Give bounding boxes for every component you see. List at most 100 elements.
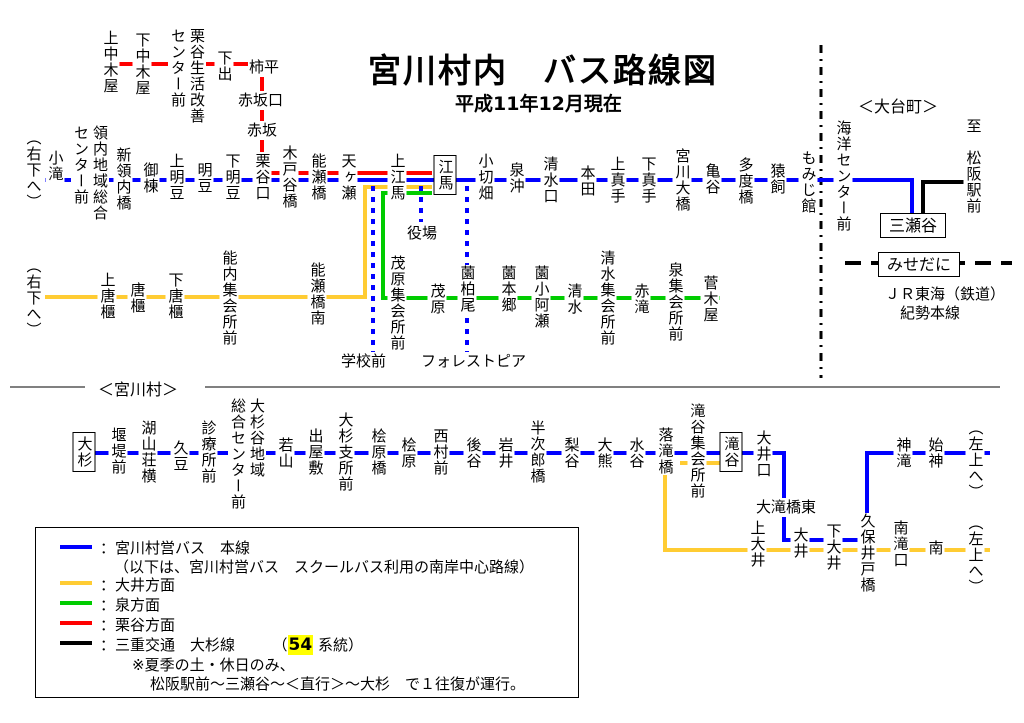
- station-label: 猿飼: [767, 163, 787, 195]
- station-label: 能瀬橋: [308, 153, 328, 201]
- legend-sanco: ：三重交通 大杉線 （54 系統）: [100, 634, 363, 655]
- station-label: 南滝口: [890, 520, 910, 568]
- legend-remark-1: ※夏季の土・休日のみ、: [132, 656, 295, 674]
- station-label: 至: [963, 118, 983, 134]
- station-label: 栗谷口: [252, 153, 272, 201]
- station-label: 大井口: [753, 430, 773, 478]
- station-label: 始神: [925, 437, 945, 469]
- station-label: 小滝: [45, 150, 65, 182]
- station-label: 柿平: [248, 58, 281, 77]
- legend-honsen: ：宮川村営バス 本線: [100, 539, 251, 557]
- station-label: 久保井戸橋: [857, 513, 877, 593]
- legend-box: [35, 527, 579, 698]
- station-label: 久豆: [170, 440, 190, 472]
- terminal-station-label: 滝谷: [719, 432, 743, 472]
- terminal-station-label: 大杉: [72, 432, 96, 472]
- station-label: 本田: [577, 165, 597, 197]
- terminal-station-label: 江馬: [433, 155, 457, 195]
- station-label: 木戸谷橋: [279, 145, 299, 209]
- station-label: 松阪駅前: [963, 150, 983, 214]
- station-label: 宮川大橋: [672, 148, 692, 212]
- station-label: 下大井: [823, 523, 843, 571]
- station-label: 赤坂: [246, 121, 279, 140]
- legend-sanco-prefix: ：三重交通 大杉線 （: [100, 636, 288, 654]
- station-label: 大杉支所前: [335, 412, 355, 492]
- legend-sanco-suffix: 系統）: [313, 636, 363, 654]
- station-label: 若山: [275, 437, 295, 469]
- station-label: 西村前: [430, 428, 450, 476]
- station-label: もみじ館: [798, 150, 818, 214]
- station-label: 海洋センター前: [833, 120, 853, 232]
- station-label: 能瀬橋南: [307, 262, 327, 326]
- station-label: 下真手: [638, 156, 658, 204]
- station-label: 上大井: [747, 520, 767, 568]
- station-label: 下中木屋: [132, 32, 152, 96]
- legend-remark-2: 松阪駅前～三瀬谷～＜直行＞～大杉 で１往復が運行。: [150, 675, 526, 693]
- station-label: 菅木屋: [700, 275, 720, 323]
- legend-izumi: ：泉方面: [100, 596, 161, 614]
- station-label: 清水口: [540, 156, 560, 204]
- station-label: 下出: [214, 50, 234, 82]
- station-label: 南: [925, 540, 945, 556]
- station-label: 栗谷生活改善 センター前: [168, 28, 206, 124]
- route-number-badge: 54: [287, 635, 314, 655]
- station-label: 唐櫃: [127, 282, 147, 314]
- station-label: 役場: [406, 224, 439, 243]
- station-label: 大熊: [594, 437, 614, 469]
- honsen-route-line: [45, 178, 914, 214]
- station-label: 上唐櫃: [97, 272, 117, 320]
- jr-label: ＪＲ東海（鉄道）: [885, 285, 1006, 303]
- station-label: 上真手: [607, 156, 627, 204]
- region-label-odai: ＜大台町＞: [858, 97, 939, 116]
- jr-line-name: 紀勢本線: [900, 304, 961, 322]
- station-label: 大杉谷地域 総合センター前: [228, 398, 266, 510]
- station-label: 薗小阿瀬: [531, 265, 551, 329]
- station-label: 小切畑: [475, 153, 495, 201]
- station-label: 茂原集会所前: [387, 255, 407, 351]
- station-label: 茂原: [427, 283, 447, 315]
- station-label: 御棟: [140, 162, 160, 194]
- station-label: 能内集会所前: [219, 250, 239, 346]
- station-label: 領内地域総合 センター前: [71, 125, 109, 221]
- station-label: 下明豆: [222, 153, 242, 201]
- izumi-route-line: [381, 191, 720, 300]
- station-label: 上中木屋: [100, 30, 120, 94]
- station-label: 半次郎橋: [527, 420, 547, 484]
- station-label: 天ヶ瀬: [338, 153, 358, 201]
- station-label: 清水: [564, 283, 584, 315]
- station-label: 落滝橋: [655, 427, 675, 475]
- station-label: 大井: [790, 527, 810, 559]
- station-label: 赤坂口: [237, 91, 285, 110]
- station-label: 桧原橋: [368, 428, 388, 476]
- station-label: 上江馬: [387, 153, 407, 201]
- station-label: フォレストピア: [420, 352, 528, 371]
- station-label: 桧原: [398, 437, 418, 469]
- station-label: 薗本郷: [498, 265, 518, 313]
- region-label-miyagawa: ＜宮川村＞: [98, 376, 179, 400]
- station-label: 赤滝: [631, 283, 651, 315]
- station-label: 下唐櫃: [165, 272, 185, 320]
- station-label: 新領内橋: [113, 147, 133, 211]
- station-label: （右下へ）: [23, 258, 43, 338]
- station-label: 多度橋: [735, 157, 755, 205]
- station-label: 亀谷: [702, 163, 722, 195]
- station-label: （右下へ）: [23, 130, 43, 210]
- station-label: 上明豆: [166, 153, 186, 201]
- terminal-station-label: みせだに: [878, 252, 961, 277]
- station-label: （左上へ）: [965, 420, 985, 500]
- station-label: 薗柏尾: [457, 265, 477, 313]
- station-label: 梨谷: [561, 437, 581, 469]
- station-label: 出屋敷: [305, 428, 325, 476]
- station-label: 大滝橋東: [755, 498, 818, 517]
- station-label: 水谷: [626, 437, 646, 469]
- legend-note: （以下は、宮川村営バス スクールバス利用の南岸中心路線）: [114, 558, 535, 576]
- station-label: 診療所前: [198, 420, 218, 484]
- legend-oi: ：大井方面: [100, 576, 176, 594]
- sanco-route-line: [921, 180, 966, 214]
- page-title: 宮川村内 バス路線図: [368, 51, 718, 90]
- station-label: 明豆: [194, 162, 214, 194]
- terminal-station-label: 三瀬谷: [880, 213, 947, 238]
- station-label: 湖山荘横: [138, 420, 158, 484]
- page-subtitle: 平成11年12月現在: [455, 93, 622, 115]
